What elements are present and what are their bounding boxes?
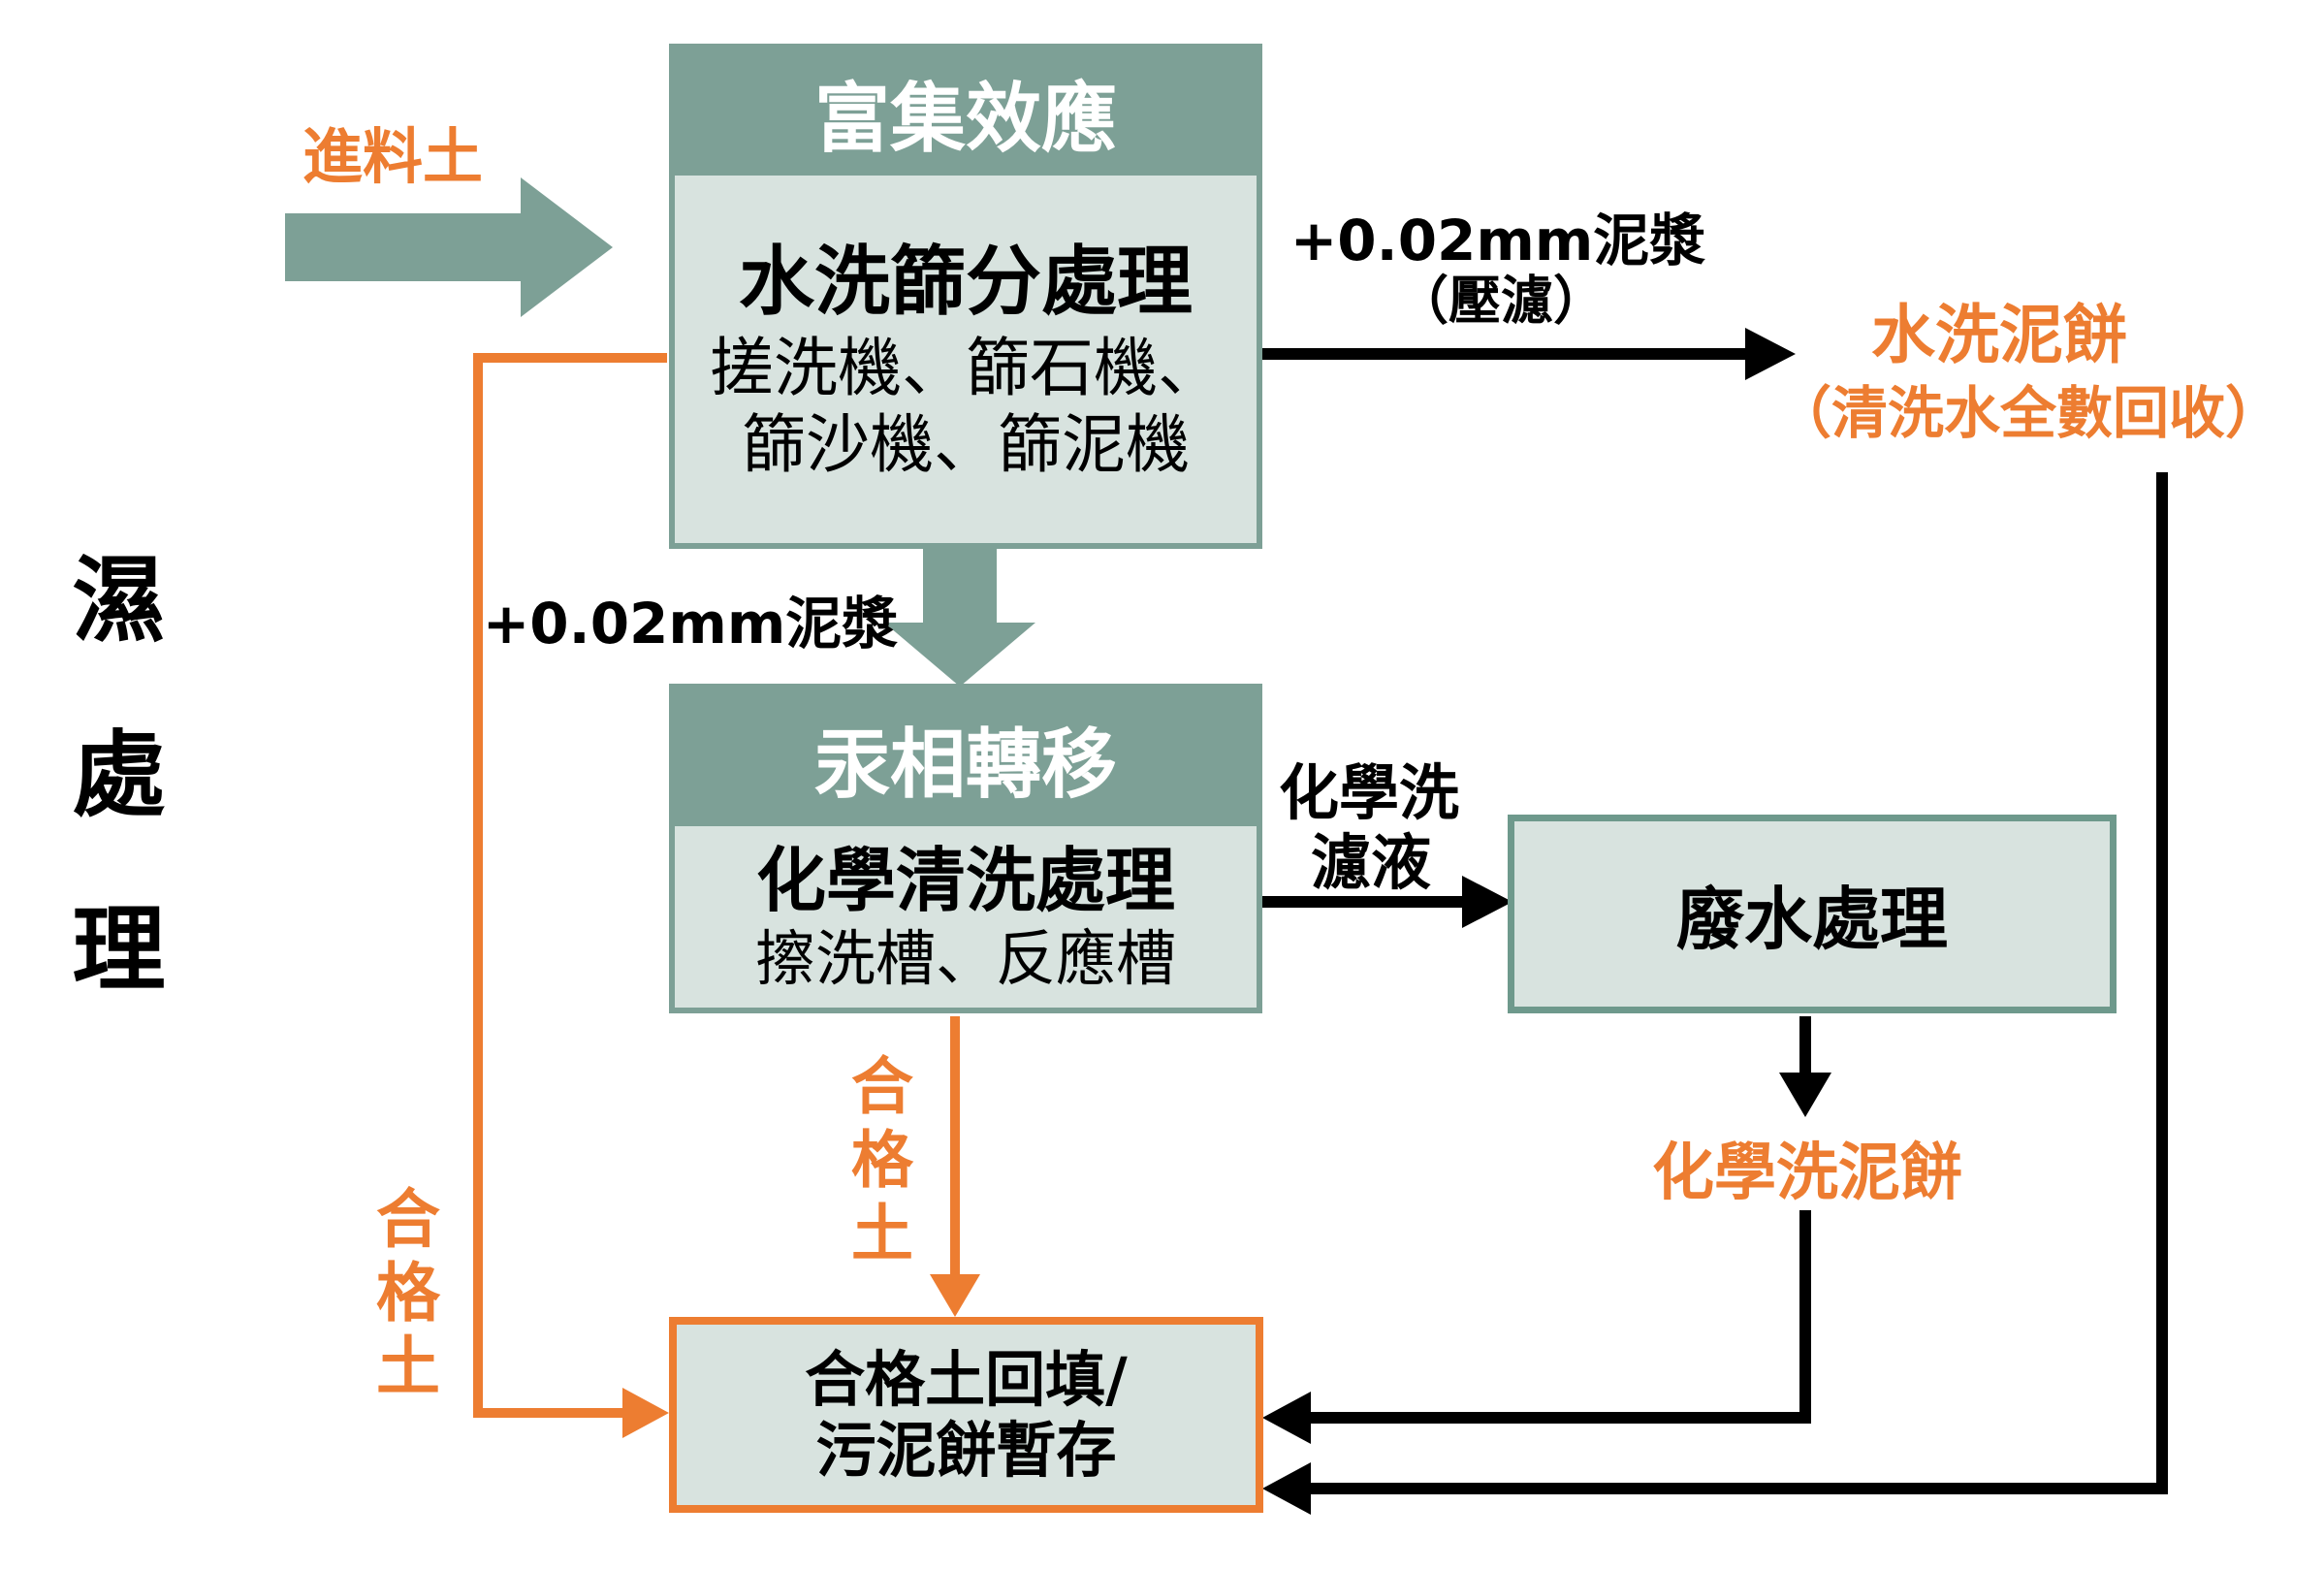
washed-cake-elbow-arrowhead [1262, 1462, 1311, 1515]
enrichment-box-body: 水洗篩分處理 搓洗機、篩石機、 篩沙機、篩泥機 [675, 176, 1257, 543]
enrichment-box-line2: 篩沙機、篩泥機 [742, 407, 1190, 483]
slurry-right-label-line1: +0.02mm泥漿 [1289, 208, 1706, 273]
qualified-mid-down-arrowhead [930, 1274, 980, 1317]
chem-cake-label: 化學洗泥餅 [1652, 1137, 1962, 1209]
wastewater-box: 廢水處理 [1508, 815, 2117, 1013]
enrichment-box-title: 水洗篩分處理 [738, 238, 1193, 326]
mercury-transfer-box-title: 化學清洗處理 [755, 840, 1175, 922]
chem-filtrate-arrowhead [1462, 876, 1512, 928]
backfill-box-line2: 污泥餅暫存 [815, 1415, 1117, 1486]
slurry-right-label-line2: （壓濾） [1396, 270, 1606, 332]
chem-cake-elbow-arrowhead [1262, 1392, 1311, 1444]
page-title: 濕處理 [56, 551, 165, 1074]
enrichment-box-header: 富集效應 [675, 49, 1257, 176]
chem-cake-elbow-line [1311, 1210, 1811, 1424]
mercury-transfer-box: 汞相轉移 化學清洗處理 擦洗槽、反應槽 [669, 684, 1262, 1013]
washed-cake-note-label: （清洗水全數回收） [1774, 380, 2282, 446]
feed-arrow [285, 177, 613, 317]
mercury-transfer-box-body: 化學清洗處理 擦洗槽、反應槽 [675, 826, 1257, 1008]
mercury-transfer-box-line1: 擦洗槽、反應槽 [754, 922, 1176, 994]
enrichment-box: 富集效應 水洗篩分處理 搓洗機、篩石機、 篩沙機、篩泥機 [669, 44, 1262, 549]
backfill-box-line1: 合格土回填/ [805, 1343, 1128, 1415]
mercury-transfer-box-header-label: 汞相轉移 [813, 721, 1117, 809]
qualified-soil-left-label: 合格土 [366, 1185, 440, 1406]
chem-filtrate-label-line1: 化學洗 [1278, 757, 1460, 828]
feed-soil-label: 進料土 [302, 121, 484, 192]
backfill-box: 合格土回填/ 污泥餅暫存 [669, 1317, 1263, 1513]
slurry-down-label: +0.02mm泥漿 [482, 591, 899, 657]
qualified-soil-mid-label: 合格土 [841, 1053, 912, 1274]
chem-filtrate-label-line2: 濾液 [1310, 827, 1432, 898]
press-filter-arrowhead [1745, 328, 1796, 380]
washed-cake-label: 水洗泥餅 [1871, 298, 2127, 372]
qualified-left-elbow-arrowhead [622, 1388, 669, 1438]
sieve-down-arrow [884, 549, 1035, 687]
enrichment-box-header-label: 富集效應 [813, 76, 1117, 163]
wastewater-down-arrowhead [1779, 1073, 1831, 1117]
enrichment-box-line1: 搓洗機、篩石機、 [710, 331, 1222, 406]
qualified-left-elbow-line [473, 353, 667, 1418]
mercury-transfer-box-header: 汞相轉移 [675, 689, 1257, 826]
washed-cake-elbow-line [1311, 472, 2168, 1494]
wastewater-box-label: 廢水處理 [1676, 880, 1948, 959]
